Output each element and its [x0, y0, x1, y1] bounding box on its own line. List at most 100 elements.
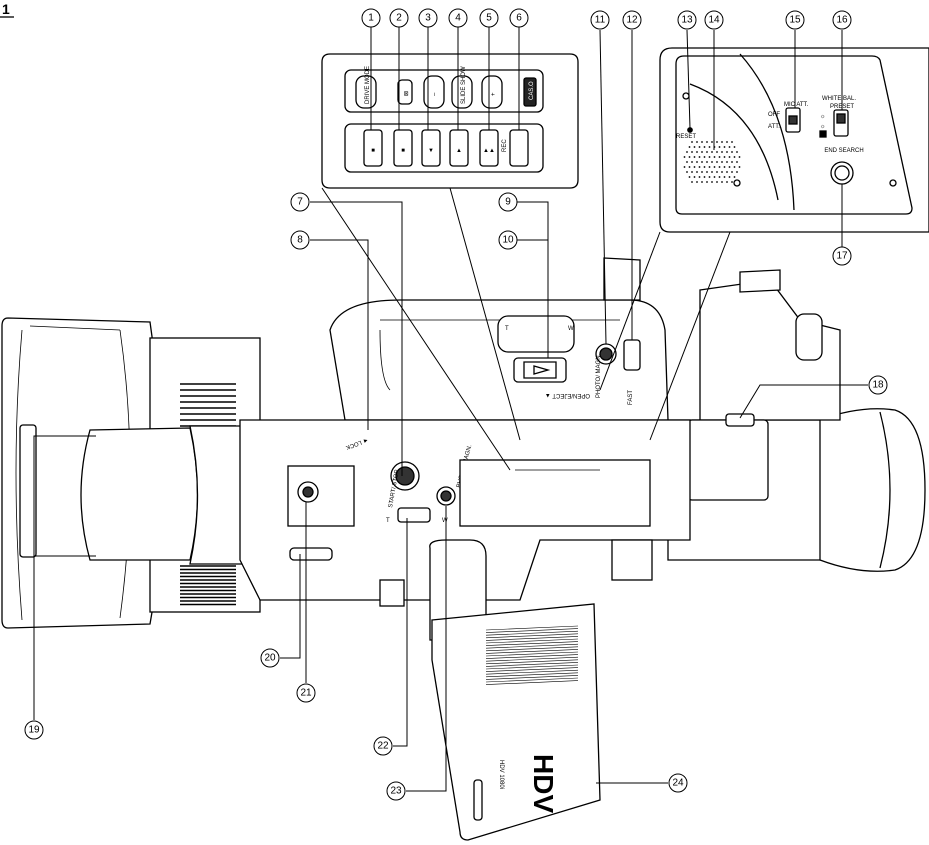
- lcd-grille-line: [485, 641, 579, 646]
- grille-dot: [731, 141, 733, 143]
- svg-text:23: 23: [390, 786, 402, 797]
- white-bal-label: WHITE BAL.: [822, 96, 856, 102]
- grille-dot: [708, 176, 711, 178]
- grille-dot: [698, 156, 701, 158]
- callout-3: 3: [418, 8, 438, 28]
- camcorder-body: OPEN/EJECT ▲ T W PHOTO/ MAGN. FAST ◄ LOC…: [1, 257, 926, 841]
- grille-dot: [701, 151, 703, 153]
- svg-text:22: 22: [377, 741, 389, 752]
- att-label: ATT.: [768, 124, 780, 130]
- play-label: ▲: [456, 148, 462, 154]
- svg-text:14: 14: [708, 15, 720, 26]
- t-mark: T: [505, 326, 509, 332]
- callout-12: 12: [622, 10, 642, 30]
- grille-dot: [686, 171, 688, 173]
- callout-16: 16: [832, 10, 852, 30]
- grille-dot: [721, 141, 723, 143]
- grille-dot: [716, 181, 718, 183]
- callout-13: 13: [677, 10, 697, 30]
- grille-dot: [696, 181, 698, 183]
- lcd-logo: HDV: [528, 754, 559, 813]
- grille-dot: [721, 181, 723, 183]
- grille-dot: [691, 161, 693, 163]
- grille-dot: [691, 141, 693, 143]
- lcd-grille-line: [485, 638, 579, 644]
- lcd-grille-line: [485, 633, 579, 639]
- speaker-grille: [683, 141, 741, 183]
- mic-att-label: MIC ATT.: [784, 102, 809, 108]
- grille-dot: [711, 161, 713, 163]
- rewind-label: ▼: [428, 148, 434, 154]
- lcd-grille-line: [485, 662, 579, 667]
- svg-text:21: 21: [300, 688, 312, 699]
- grille-dot: [718, 146, 721, 148]
- lens-front-cylinder: [80, 427, 199, 561]
- grille-dot: [713, 176, 716, 178]
- grille-dot: [696, 171, 698, 173]
- grille-dot: [696, 141, 698, 143]
- callout-6: 6: [509, 8, 529, 28]
- grille-dot: [721, 161, 723, 163]
- callout-23: 23: [386, 781, 406, 801]
- grille-dot: [696, 151, 698, 153]
- grille-dot: [726, 141, 728, 143]
- grille-dot: [731, 171, 733, 173]
- grille-dot: [698, 176, 701, 178]
- svg-text:3: 3: [425, 13, 431, 24]
- lcd-grille-line: [485, 669, 579, 675]
- svg-text:4: 4: [455, 13, 461, 24]
- callout-8: 8: [290, 230, 310, 250]
- svg-text:11: 11: [595, 15, 606, 26]
- grille-dot: [708, 166, 711, 168]
- grille-dot: [728, 166, 731, 168]
- grille-dot: [721, 171, 723, 173]
- callouts: 1 2 3 4 5 6 7 8 9 10 11 12 13 14 15 16 1…: [24, 8, 888, 801]
- grille-dot: [711, 141, 713, 143]
- open-eject-label: OPEN/EJECT ▲: [545, 392, 590, 398]
- grille-dot: [726, 181, 728, 183]
- grille-dot: [713, 156, 716, 158]
- callout-7: 7: [290, 192, 310, 212]
- grille-dot: [683, 156, 686, 158]
- grille-dot: [693, 146, 696, 148]
- svg-text:5: 5: [486, 13, 492, 24]
- sun-icon-top: ☼: [820, 114, 826, 120]
- lcd-grille-line: [485, 646, 579, 652]
- svg-text:19: 19: [28, 725, 40, 736]
- grille-dot: [731, 181, 733, 183]
- lcd-grille-line: [485, 654, 579, 659]
- photo-magn-label: PHOTO/ MAGN.: [596, 353, 602, 398]
- figure-mark: 1: [2, 1, 10, 17]
- grille-dot: [683, 166, 686, 168]
- grille-dot: [733, 146, 736, 148]
- grille-dot: [686, 151, 688, 153]
- grille-dot: [691, 151, 693, 153]
- callout-10: 10: [498, 230, 518, 250]
- callout-24: 24: [668, 773, 688, 793]
- svg-text:12: 12: [626, 15, 638, 26]
- svg-text:15: 15: [789, 15, 801, 26]
- svg-text:10: 10: [502, 235, 514, 246]
- grille-dot: [711, 151, 713, 153]
- zoom-t-label: T: [386, 518, 390, 524]
- grille-dot: [736, 161, 738, 163]
- zoom-w-label: W: [442, 518, 448, 524]
- grille-dot: [728, 176, 731, 178]
- lcd-grille-line: [485, 656, 579, 662]
- grille-dot: [701, 161, 703, 163]
- grille-dot: [703, 166, 706, 168]
- review-label: ⊠: [404, 91, 410, 96]
- grille-dot: [716, 161, 718, 163]
- svg-text:17: 17: [836, 251, 848, 262]
- grille-dot: [708, 156, 711, 158]
- callout-4: 4: [448, 8, 468, 28]
- grille-dot: [693, 156, 696, 158]
- callout-17: 17: [832, 246, 852, 266]
- grille-dot: [688, 146, 691, 148]
- svg-text:20: 20: [264, 653, 276, 664]
- grille-dot: [703, 176, 706, 178]
- lcd-grille-line: [485, 680, 579, 685]
- grille-dot: [701, 181, 703, 183]
- grille-dot: [731, 151, 733, 153]
- svg-text:13: 13: [681, 15, 693, 26]
